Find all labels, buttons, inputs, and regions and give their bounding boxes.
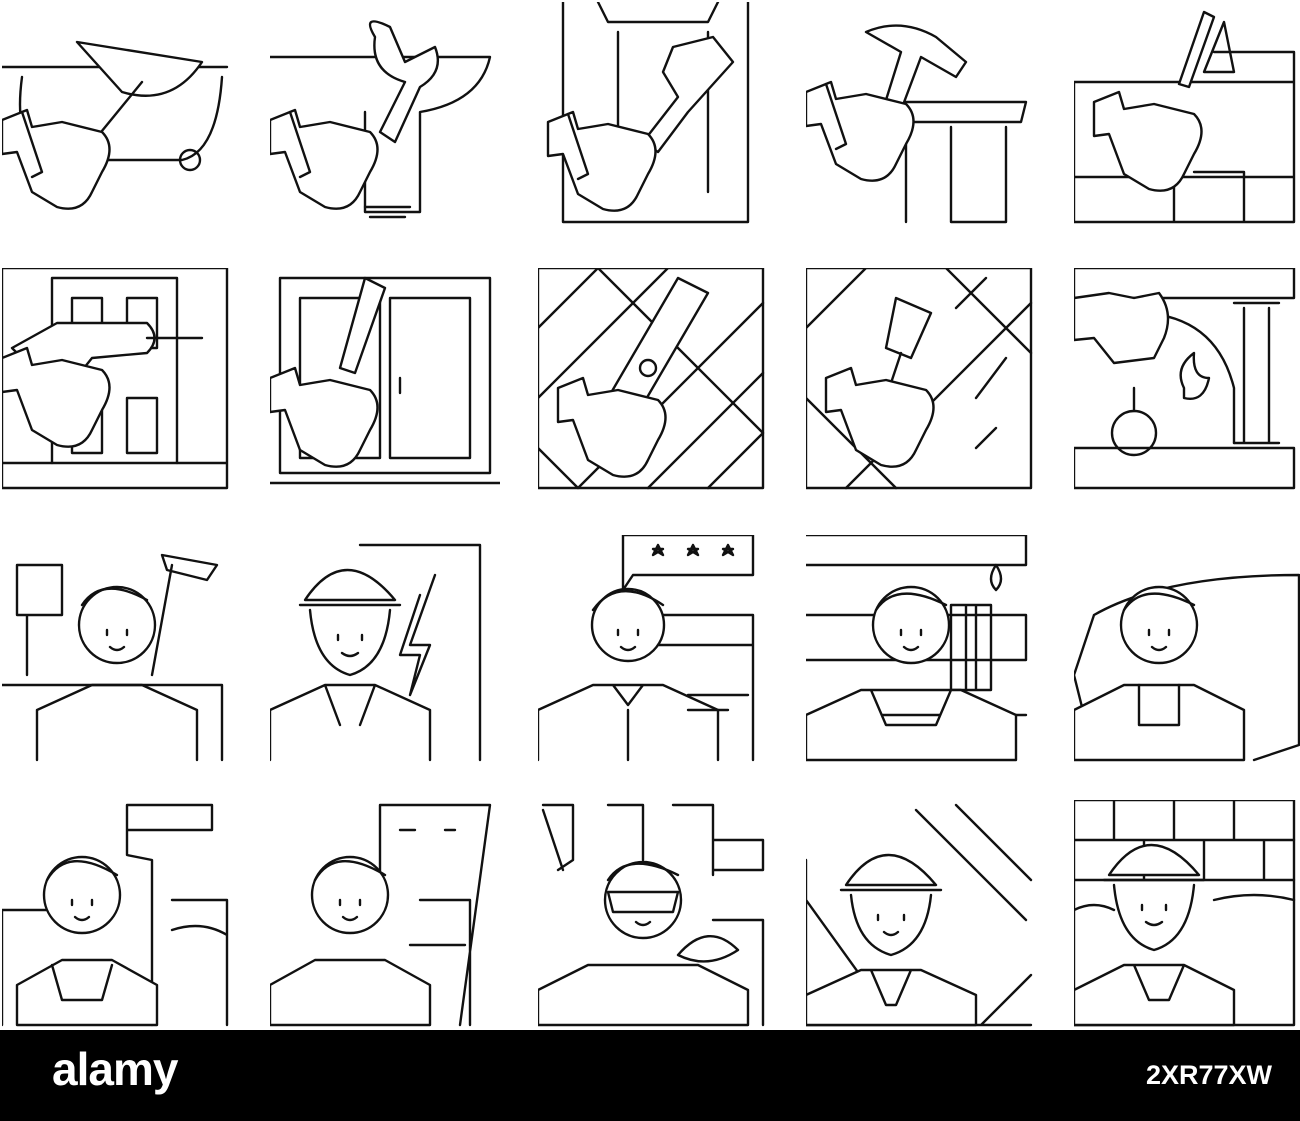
carpenter-boards-icon (270, 800, 500, 1030)
icon-grid (2, 2, 1300, 1030)
scraper-window-icon (270, 268, 500, 498)
brand-logo[interactable]: alamy (52, 1043, 178, 1095)
image-id-label: 2XR77XW (1145, 1060, 1272, 1090)
drill-door-icon (2, 268, 232, 498)
painter-roller-icon (2, 800, 232, 1030)
electrician-icon (270, 535, 500, 765)
wrench-sink-icon (270, 2, 500, 232)
sawyer-goggles-icon (538, 800, 768, 1030)
level-parquet-icon (538, 268, 768, 498)
handyman-tools-icon (2, 535, 232, 765)
tiler-hardhat-icon (806, 800, 1036, 1030)
appliance-repair-rating-icon (538, 535, 768, 765)
hammer-cabinet-icon (806, 2, 1036, 232)
brush-tiles-icon (806, 268, 1036, 498)
plunger-bathtub-icon (2, 2, 232, 232)
fireplace-repair-icon (1074, 268, 1300, 498)
screwdriver-kitchen-icon (1074, 2, 1300, 232)
drywall-worker-icon (1074, 535, 1300, 765)
footer-bar: alamy 2XR77XW (0, 1030, 1300, 1121)
pipe-wrench-door-icon (538, 2, 768, 232)
mason-brick-wall-icon (1074, 800, 1300, 1030)
plumber-worker-icon (806, 535, 1036, 765)
